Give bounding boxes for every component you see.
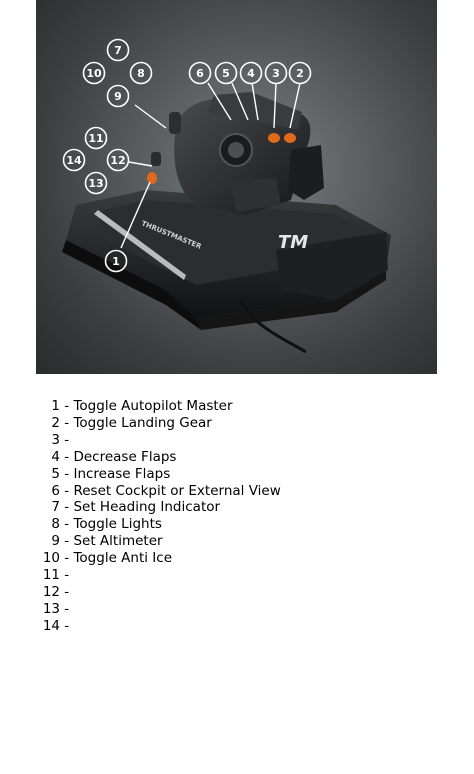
legend-number: 1 (51, 398, 60, 414)
legend-label: Set Heading Indicator (73, 499, 221, 516)
legend-label: Toggle Autopilot Master (73, 398, 233, 414)
legend-item: 8 - Toggle Lights (36, 516, 436, 533)
callout-13: 13 (84, 171, 108, 195)
callout-1: 1 (104, 249, 128, 273)
throttle-illustration: THRUSTMASTER TM (62, 38, 391, 354)
legend-separator: - (60, 431, 74, 448)
legend-item: 4 - Decrease Flaps (36, 449, 436, 466)
callout-6-label: 6 (196, 67, 204, 80)
legend-separator: - (60, 499, 74, 516)
legend-separator: - (60, 414, 74, 431)
throttle-base (62, 190, 391, 354)
tm-logo-text: TM (278, 232, 308, 253)
callout-6: 6 (188, 61, 212, 85)
legend-label: Decrease Flaps (73, 448, 177, 465)
callout-10-label: 10 (86, 67, 102, 80)
callout-14-label: 14 (66, 154, 82, 167)
legend-number: 11 (42, 567, 60, 584)
callout-12: 12 (106, 148, 130, 172)
legend-separator: - (60, 617, 74, 634)
callout-4-label: 4 (247, 67, 255, 80)
legend-separator: - (60, 583, 74, 600)
callout-2-label: 2 (296, 67, 304, 80)
legend-separator: - (60, 448, 74, 465)
legend-number: 5 (51, 465, 60, 482)
legend-number: 3 (51, 431, 60, 448)
callout-14: 14 (62, 148, 86, 172)
callout-13-label: 13 (88, 177, 103, 190)
legend-number: 13 (42, 600, 60, 617)
legend-item: 13 - (36, 601, 436, 618)
callout-8: 8 (129, 61, 153, 85)
legend-number: 9 (51, 533, 60, 550)
throttle-photo: THRUSTMASTER TM (36, 0, 437, 374)
callout-9-label: 9 (114, 90, 122, 103)
legend-separator: - (60, 550, 74, 567)
legend-label: Toggle Landing Gear (73, 414, 212, 431)
legend-separator: - (60, 516, 74, 533)
legend-separator: - (60, 600, 74, 617)
legend-item: 14 - (36, 618, 436, 635)
callout-3-label: 3 (272, 67, 280, 80)
legend-item: 6 - Reset Cockpit or External View (36, 483, 436, 500)
callout-5-label: 5 (222, 67, 230, 80)
legend-number: 14 (42, 617, 60, 634)
callout-1-label: 1 (112, 255, 120, 268)
secondary-lever (231, 145, 324, 212)
legend-label: Toggle Anti Ice (73, 550, 173, 567)
callout-7: 7 (106, 38, 130, 62)
callout-4: 4 (239, 61, 263, 85)
legend-number: 2 (51, 414, 60, 431)
legend-item: 2 - Toggle Landing Gear (36, 415, 436, 432)
callout-10: 10 (82, 61, 106, 85)
legend-number: 10 (42, 550, 60, 567)
legend-label: Increase Flaps (73, 465, 171, 482)
legend-label: Set Altimeter (73, 533, 163, 550)
callout-12-label: 12 (110, 154, 125, 167)
legend-label: Reset Cockpit or External View (73, 482, 281, 499)
legend-item: 12 - (36, 584, 436, 601)
callout-9: 9 (106, 84, 130, 108)
legend-item: 9 - Set Altimeter (36, 533, 436, 550)
leader-lines (120, 82, 301, 249)
legend-item: 10 - Toggle Anti Ice (36, 550, 436, 567)
callout-3: 3 (264, 61, 288, 85)
legend-item: 11 - (36, 567, 436, 584)
callout-2: 2 (288, 61, 312, 85)
legend-item: 5 - Increase Flaps (36, 466, 436, 483)
legend-number: 7 (51, 499, 60, 516)
callout-5: 5 (214, 61, 238, 85)
legend-item: 3 - (36, 432, 436, 449)
legend-label: Toggle Lights (73, 516, 162, 533)
legend-separator: - (60, 482, 74, 499)
legend-separator: - (60, 567, 74, 584)
callout-8-label: 8 (137, 67, 145, 80)
legend-number: 6 (51, 482, 60, 499)
legend-separator: - (60, 465, 74, 482)
callout-11-label: 11 (88, 132, 103, 145)
legend-item: 7 - Set Heading Indicator (36, 499, 436, 516)
tm-logo: TM (278, 232, 308, 253)
legend-separator: - (60, 533, 74, 550)
legend-number: 12 (42, 583, 60, 600)
legend-number: 8 (51, 516, 60, 533)
callout-7-label: 7 (114, 44, 122, 57)
legend-separator: - (60, 398, 74, 414)
callout-11: 11 (84, 126, 108, 150)
legend-number: 4 (51, 448, 60, 465)
legend-item: 1 - Toggle Autopilot Master (36, 398, 436, 415)
button-legend: 1 - Toggle Autopilot Master 2 - Toggle L… (36, 398, 436, 635)
